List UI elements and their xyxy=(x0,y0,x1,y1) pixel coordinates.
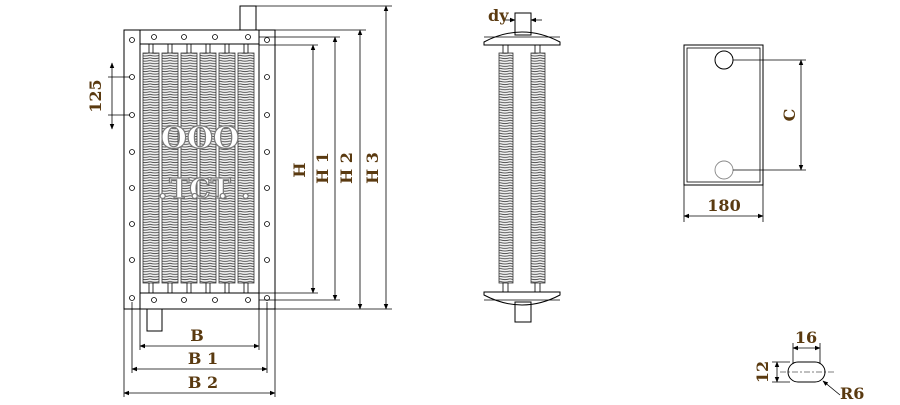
header-holes xyxy=(151,34,251,303)
h1-label: H 1 xyxy=(313,152,332,184)
flange-view: C 180 xyxy=(683,44,806,222)
outlet-pipe xyxy=(146,308,163,332)
side-tube-right xyxy=(530,52,546,284)
pitch-dimension: 125 xyxy=(86,62,130,130)
b-label: B xyxy=(190,326,204,345)
left-flange xyxy=(123,29,141,310)
right-flange xyxy=(258,29,276,310)
side-bottom-header xyxy=(483,291,561,306)
slot-detail: 16 12 R6 xyxy=(753,328,864,403)
watermark-line2: ТСТ xyxy=(169,174,231,205)
side-top-header xyxy=(483,31,561,46)
h-label: H xyxy=(290,162,309,177)
pitch-label: 125 xyxy=(86,79,105,112)
h2-label: H 2 xyxy=(337,152,356,184)
side-view: dy xyxy=(483,6,561,323)
dy-label: dy xyxy=(488,6,509,25)
side-tube-left xyxy=(498,52,514,284)
watermark-dot: . xyxy=(241,174,250,205)
watermark-line1: ООО xyxy=(161,121,239,156)
height-dimensions: H H 1 H 2 H 3 xyxy=(290,5,389,310)
bottom-header xyxy=(139,292,260,310)
b2-label: B 2 xyxy=(188,373,218,392)
h3-label: H 3 xyxy=(363,152,382,184)
top-header xyxy=(139,29,260,45)
c-label: C xyxy=(780,109,799,122)
watermark-dot: . xyxy=(158,174,167,205)
flange-plate xyxy=(683,44,764,186)
slot-height-label: 12 xyxy=(753,361,772,383)
side-outlet-pipe xyxy=(514,301,532,323)
extension-lines xyxy=(256,5,392,310)
slot-length-label: 16 xyxy=(795,328,817,347)
side-inlet-pipe xyxy=(514,12,532,36)
finned-tubes xyxy=(142,44,255,293)
flange-port-bottom xyxy=(714,160,734,180)
watermark-dot: . xyxy=(190,174,199,205)
width-dimensions: B B 1 B 2 xyxy=(123,302,276,397)
width-label: 180 xyxy=(707,196,740,215)
front-view: ООО ТСТ . . . . 125 H xyxy=(86,5,392,397)
b1-label: B 1 xyxy=(188,349,218,368)
flange-port-top xyxy=(714,50,734,70)
watermark-dot: . xyxy=(218,174,227,205)
inlet-pipe xyxy=(239,5,257,31)
slot-radius-label: R6 xyxy=(840,384,864,403)
